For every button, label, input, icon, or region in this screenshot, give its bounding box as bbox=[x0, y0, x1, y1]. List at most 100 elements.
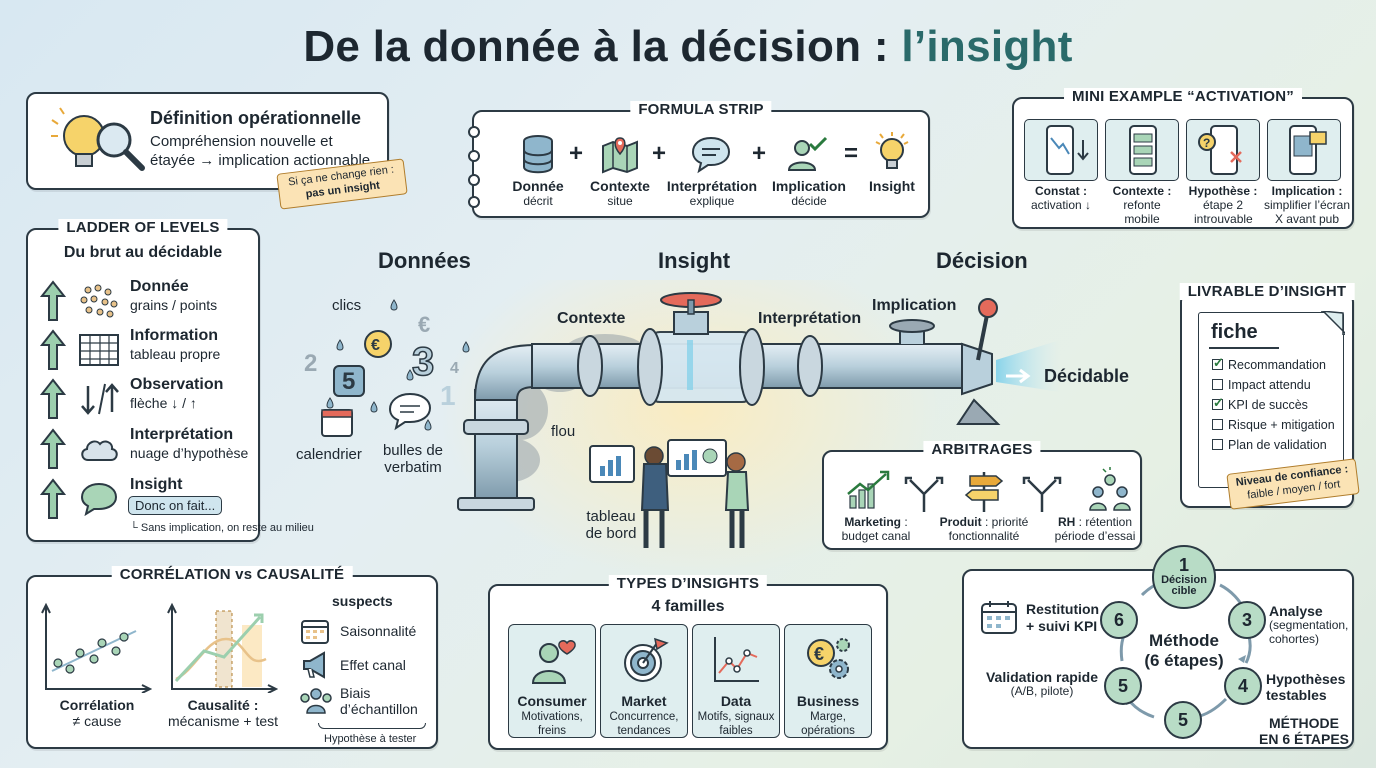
mini-example-title: MINI EXAMPLE “ACTIVATION” bbox=[1064, 88, 1302, 105]
methode-corner-line2: EN 6 ÉTAPES bbox=[1259, 731, 1349, 748]
step-num: 1 bbox=[1178, 555, 1189, 575]
up-arrow-icon bbox=[40, 378, 66, 419]
float-num-1: 1 bbox=[440, 380, 456, 411]
svg-text:€: € bbox=[814, 644, 824, 664]
ladder-level-observation: Observation flèche ↓ / ↑ bbox=[40, 376, 260, 422]
lightbulb-icon bbox=[875, 132, 909, 169]
formula-item-implication: Implication décide bbox=[766, 178, 852, 208]
ladder-level-label: Information bbox=[130, 327, 218, 344]
formula-item-sub: situe bbox=[607, 194, 633, 208]
float-num-2: 2 bbox=[304, 350, 318, 377]
step-4-circle: 4 bbox=[1224, 667, 1262, 705]
label-interpretation: Interprétation bbox=[758, 310, 862, 327]
chat-bubble-icon bbox=[80, 482, 118, 517]
mini-phone-implication bbox=[1267, 119, 1341, 181]
growth-chart-icon bbox=[847, 470, 890, 509]
pipeline-header-donnees: Données bbox=[378, 248, 471, 273]
phone-trend-down-icon bbox=[1046, 125, 1089, 175]
definition-title: Définition opérationnelle bbox=[150, 108, 362, 128]
family-label: Market bbox=[621, 693, 667, 709]
corr-label: Corrélation bbox=[59, 697, 135, 713]
step-sub: (A/B, pilote) bbox=[1010, 684, 1074, 699]
types-card: TYPES D’INSIGHTS 4 familles Consumer Mot… bbox=[488, 575, 888, 750]
fork-arrows-icon bbox=[1022, 476, 1062, 512]
livrable-item: Plan de validation bbox=[1212, 438, 1327, 452]
definition-card: Définition opérationnelle Compréhension … bbox=[26, 92, 389, 190]
phone-ad-icon bbox=[1289, 125, 1327, 175]
formula-equals: = bbox=[844, 140, 859, 167]
ladder-level-label: Donnée bbox=[130, 278, 189, 295]
ladder-level-sub: grains / points bbox=[130, 297, 218, 313]
mini-label: Hypothèse : bbox=[1188, 184, 1258, 198]
fork-arrows-icon bbox=[904, 476, 944, 512]
family-sub: Concurrence, tendances bbox=[609, 711, 679, 737]
family-market: Market Concurrence, tendances bbox=[600, 624, 688, 738]
phone-question-icon: ? bbox=[1198, 125, 1242, 175]
formula-plus-2: + bbox=[652, 140, 667, 167]
formula-strip-card: FORMULA STRIP + + + = Donnée bbox=[468, 101, 930, 218]
map-icon bbox=[602, 137, 638, 174]
formula-item-donnee: Donnée décrit bbox=[500, 178, 576, 208]
ladder-level-sub: flèche ↓ / ↑ bbox=[130, 395, 197, 411]
suspects-title: suspects bbox=[332, 593, 393, 609]
label-calendrier: calendrier bbox=[296, 446, 362, 463]
livrable-item: Recommandation bbox=[1212, 355, 1326, 372]
livrable-item-label: KPI de succès bbox=[1228, 398, 1308, 412]
mini-label-implication: Implication : simplifier l’écran X avant… bbox=[1261, 184, 1353, 226]
corr-sub: ≠ cause bbox=[72, 713, 122, 730]
definition-line2: étayée → implication actionnable bbox=[150, 152, 371, 169]
mini-label: Implication : bbox=[1271, 184, 1343, 198]
caus-label: Causalité : bbox=[187, 697, 259, 713]
doc-title-underline bbox=[1209, 347, 1279, 349]
livrable-item: KPI de succès bbox=[1212, 395, 1308, 412]
methode-card: 1 Décision cible 3 Analyse (segmentation… bbox=[962, 545, 1354, 749]
ladder-level-sub: nuage d’hypothèse bbox=[130, 445, 249, 461]
arbitrage-sub: : rétention période d’essai bbox=[1054, 515, 1136, 543]
ladder-level-information: Information tableau propre bbox=[40, 327, 260, 373]
ladder-subtitle: Du brut au décidable bbox=[63, 244, 223, 261]
family-business: € Business Marge, opérations bbox=[784, 624, 872, 738]
checkbox-unchecked bbox=[1212, 379, 1223, 390]
mini-phone-hypothese: ? bbox=[1186, 119, 1260, 181]
mini-sub: étape 2 introuvable bbox=[1194, 197, 1253, 226]
step-label: Décision cible bbox=[1161, 573, 1207, 598]
line-chart-icon bbox=[714, 637, 759, 682]
suspects-brace bbox=[318, 723, 426, 729]
mini-label-contexte: Contexte : refonte mobile bbox=[1099, 184, 1185, 226]
formula-item-contexte: Contexte situe bbox=[582, 178, 658, 208]
sample-people-icon bbox=[300, 688, 332, 714]
label-implication: Implication bbox=[872, 297, 957, 314]
correlation-scatter-icon bbox=[41, 602, 152, 693]
mini-label: Constat : bbox=[1035, 184, 1087, 198]
mini-label-hypothese: Hypothèse : étape 2 introuvable bbox=[1180, 184, 1266, 226]
checkbox-unchecked bbox=[1212, 419, 1223, 430]
pipeline-header-insight: Insight bbox=[658, 248, 731, 273]
arbitrage-sub: : priorité fonctionnalité bbox=[948, 515, 1029, 543]
float-num-4: 4 bbox=[450, 360, 459, 377]
correlation-card: CORRÉLATION vs CAUSALITÉ Corrélation ≠ c… bbox=[26, 566, 438, 749]
arbitrages-title: ARBITRAGES bbox=[923, 441, 1041, 458]
arbitrages-icons bbox=[847, 467, 1131, 512]
step-3-circle: 3 bbox=[1228, 601, 1266, 639]
methode-center: Méthode (6 étapes) bbox=[1134, 631, 1234, 670]
formula-item-insight: Insight bbox=[858, 178, 926, 194]
ladder-level-label: Interprétation bbox=[130, 426, 234, 443]
causality-chart-icon bbox=[167, 602, 278, 693]
arbitrage-produit: Produit : priorité fonctionnalité bbox=[932, 515, 1036, 544]
calendar-icon bbox=[301, 620, 329, 644]
ladder-title: LADDER OF LEVELS bbox=[58, 219, 228, 236]
mini-example-card: MINI EXAMPLE “ACTIVATION” Constat : acti… bbox=[1012, 88, 1354, 229]
updown-arrows-icon bbox=[81, 383, 119, 415]
family-sub: Motivations, freins bbox=[521, 711, 583, 737]
consumer-heart-icon bbox=[531, 640, 576, 684]
family-consumer: Consumer Motivations, freins bbox=[508, 624, 596, 738]
suspects-footnote: Hypothèse à tester bbox=[324, 733, 417, 745]
family-sub: Motifs, signaux faibles bbox=[697, 711, 775, 737]
step-6-circle: 6 bbox=[1100, 601, 1138, 639]
dots-icon bbox=[80, 284, 118, 318]
definition-line1: Compréhension nouvelle et bbox=[150, 133, 333, 150]
label-tableau: tableau de bord bbox=[585, 508, 637, 543]
person-check-icon bbox=[787, 136, 828, 171]
arbitrage-label: Produit bbox=[939, 515, 982, 529]
up-arrow-icon bbox=[40, 329, 66, 370]
